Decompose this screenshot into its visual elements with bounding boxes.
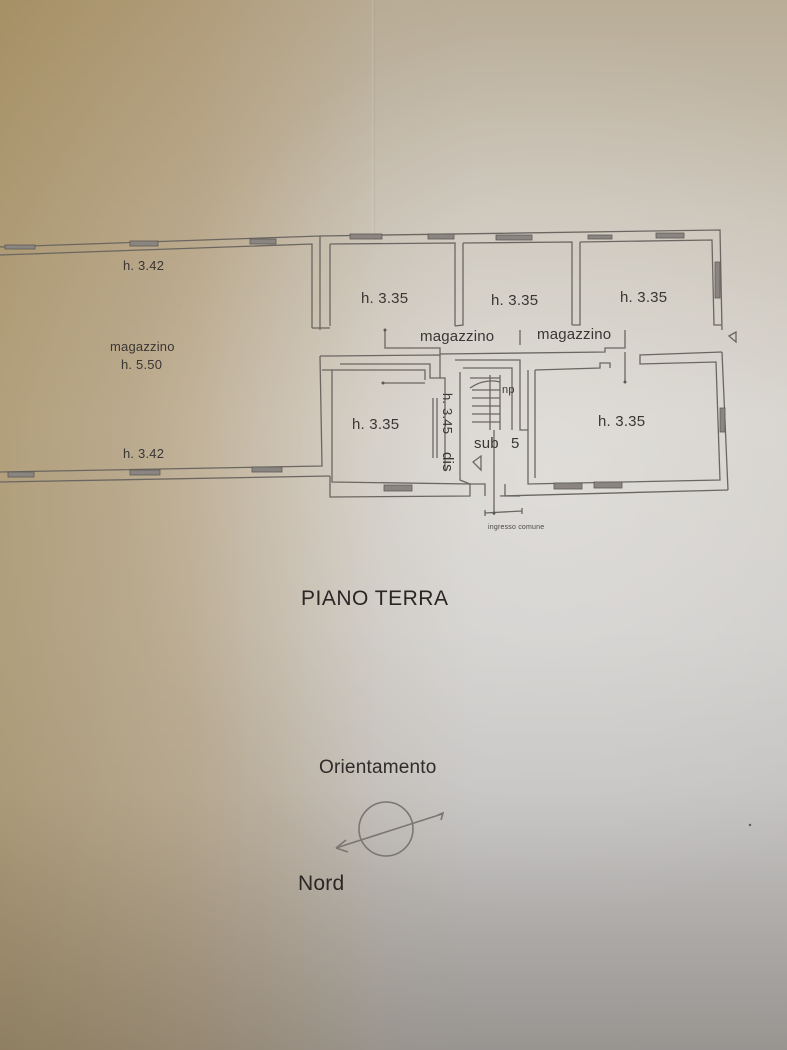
sub-number: 5 bbox=[511, 435, 520, 452]
magazzino-height-top: h. 3.42 bbox=[123, 258, 165, 273]
magazzino-west-height: h. 5.50 bbox=[121, 357, 163, 372]
dis-height: h. 3.45 bbox=[440, 393, 455, 435]
magazzino-west-label: magazzino bbox=[110, 339, 175, 354]
room-north-1-height: h. 3.35 bbox=[361, 290, 409, 307]
sub-label: sub bbox=[474, 435, 499, 452]
room-south-west-height: h. 3.35 bbox=[352, 416, 400, 433]
room-north-2-height: h. 3.35 bbox=[491, 292, 539, 309]
room-north-3-height: h. 3.35 bbox=[620, 289, 668, 306]
room-south-east-height: h. 3.35 bbox=[598, 413, 646, 430]
orientation-label: Orientamento bbox=[319, 757, 437, 778]
np-label: np bbox=[502, 384, 515, 396]
dis-label: dis bbox=[439, 452, 456, 472]
north-label: Nord bbox=[298, 872, 345, 895]
paper-fold bbox=[372, 0, 375, 240]
entrance-note: ingresso comune bbox=[488, 524, 545, 531]
corridor-label-right: magazzino bbox=[537, 326, 612, 343]
plan-title: PIANO TERRA bbox=[301, 587, 449, 610]
magazzino-height-bottom: h. 3.42 bbox=[123, 446, 165, 461]
corridor-label-left: magazzino bbox=[420, 328, 495, 345]
compass-icon bbox=[335, 801, 445, 857]
